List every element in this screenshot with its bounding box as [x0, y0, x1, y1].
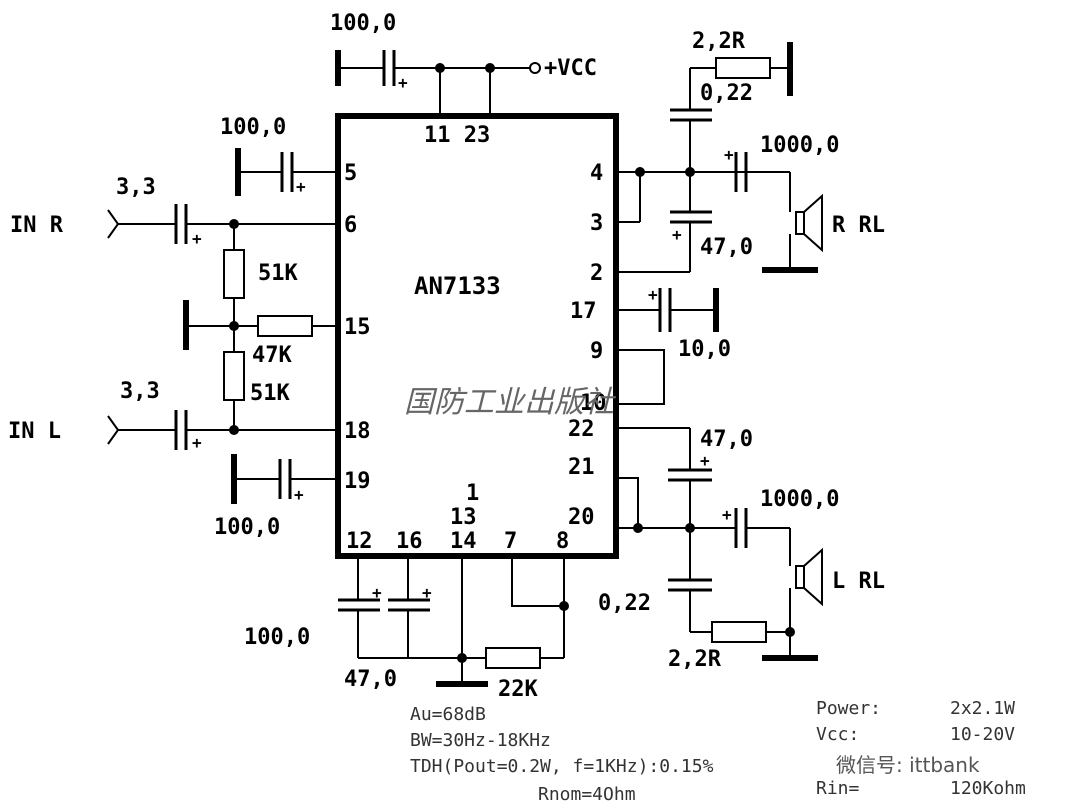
res-22k-value: 22K [498, 677, 538, 702]
vcc-label: +VCC [544, 56, 597, 81]
svg-text:+: + [724, 145, 734, 164]
cap-1000-bot-value: 1000,0 [760, 487, 839, 512]
cap-pin16-value: 47,0 [344, 667, 397, 692]
cap-47-bot-value: 47,0 [700, 427, 753, 452]
pin-label-13: 13 [450, 505, 477, 530]
svg-text:+: + [648, 285, 658, 304]
pin-label-14: 14 [450, 529, 477, 554]
speaker-right-label: R RL [832, 213, 885, 238]
svg-text:+: + [422, 583, 432, 602]
spec-rin-label: Rin= [816, 778, 860, 799]
input-right-label: IN R [10, 213, 64, 238]
spec-gain: Au=68dB [410, 704, 486, 725]
svg-text:+: + [700, 451, 710, 470]
speaker-left-label: L RL [832, 569, 885, 594]
cap-in-r-value: 3,3 [116, 175, 156, 200]
pin-label-9: 9 [590, 339, 603, 364]
chip-name: AN7133 [414, 272, 501, 300]
spec-load: Rnom=4Ohm [538, 784, 636, 805]
pin-label-16: 16 [396, 529, 423, 554]
pin-label-7: 7 [504, 529, 517, 554]
spec-power-value: 2x2.1W [950, 698, 1015, 719]
spec-vcc-label: Vcc: [816, 724, 859, 745]
pin-label-4: 4 [590, 161, 603, 186]
spec-rin-value: 120Kohm [950, 778, 1026, 799]
chip-body [335, 113, 619, 559]
svg-text:+: + [398, 73, 408, 92]
pin-label-5: 5 [344, 161, 357, 186]
spec-bandwidth: BW=30Hz-18KHz [410, 730, 551, 751]
pin-label-17: 17 [570, 299, 597, 324]
svg-text:+: + [192, 229, 202, 248]
pin-label-19: 19 [344, 469, 371, 494]
spec-power-label: Power: [816, 698, 881, 719]
spec-thd: TDH(Pout=0.2W, f=1KHz):0.15% [410, 756, 714, 777]
pin-label-6: 6 [344, 213, 357, 238]
svg-text:+: + [672, 225, 682, 244]
pin-label-18: 18 [344, 419, 371, 444]
pin-label-15: 15 [344, 315, 371, 340]
svg-text:+: + [192, 433, 202, 452]
spec-vcc-value: 10-20V [950, 724, 1015, 745]
pin-label-1: 1 [466, 481, 479, 506]
pin-label-12: 12 [346, 529, 373, 554]
cap-pin12-value: 100,0 [244, 625, 310, 650]
pin-label-21: 21 [568, 455, 595, 480]
res-51k-top-value: 51K [258, 261, 298, 286]
cap-022-bot-value: 0,22 [598, 591, 651, 616]
res-2r2-bot-value: 2,2R [668, 647, 722, 672]
cap-47-top-value: 47,0 [700, 235, 753, 260]
res-51k-bot-value: 51K [250, 381, 290, 406]
pin-label-8: 8 [556, 529, 569, 554]
res-47k-value: 47K [252, 343, 292, 368]
res-2r2-top-value: 2,2R [692, 29, 746, 54]
wechat-watermark: 微信号: ittbank [836, 753, 980, 777]
pin-label-10: 10 [580, 391, 607, 416]
pin-label-22: 22 [568, 417, 595, 442]
svg-text:+: + [372, 583, 382, 602]
pin-label-3: 3 [590, 211, 603, 236]
cap-022-top-value: 0,22 [700, 81, 753, 106]
cap-pin17-value: 10,0 [678, 337, 731, 362]
publisher-watermark: 国防工业出版社 [404, 385, 617, 420]
svg-text:+: + [722, 505, 732, 524]
pin-label-2: 2 [590, 261, 603, 286]
pin-label-11-23: 11 23 [424, 123, 490, 148]
junction-dots [229, 63, 795, 663]
cap-1000-top-value: 1000,0 [760, 133, 839, 158]
cap-top-value: 100,0 [330, 11, 396, 36]
svg-text:+: + [296, 177, 306, 196]
cap-pin19-value: 100,0 [214, 515, 280, 540]
pin-label-20: 20 [568, 505, 595, 530]
cap-in-l-value: 3,3 [120, 379, 160, 404]
input-left-label: IN L [8, 419, 61, 444]
cap-pin5-value: 100,0 [220, 115, 286, 140]
svg-text:+: + [294, 485, 304, 504]
